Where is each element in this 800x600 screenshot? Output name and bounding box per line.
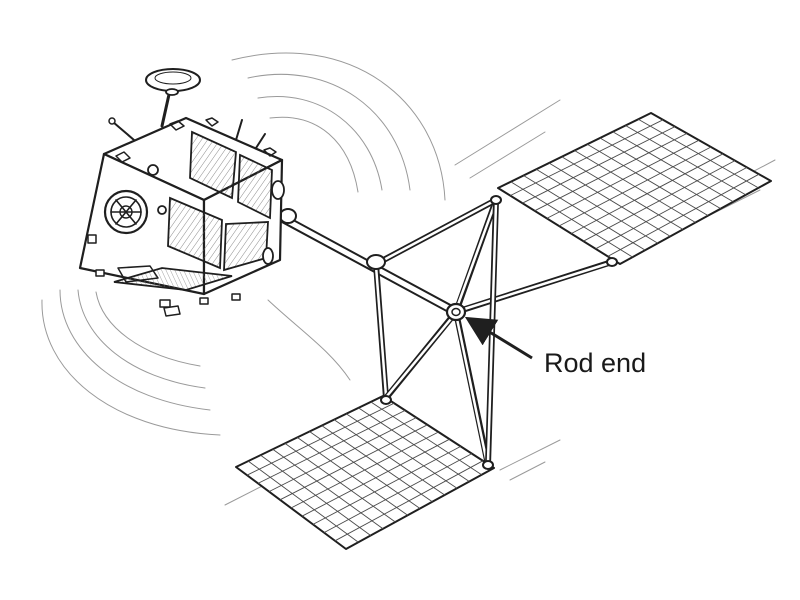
dish-antenna xyxy=(145,68,201,128)
callout-label: Rod end xyxy=(544,348,646,378)
panel-grid-line xyxy=(279,424,428,501)
panel-grid-line xyxy=(268,417,417,493)
satellite-body xyxy=(78,68,285,317)
solar-panel-upper xyxy=(497,112,772,265)
panel-grid-line xyxy=(290,431,439,509)
panel-grid-line xyxy=(558,146,712,227)
solar-panel-lower xyxy=(235,395,495,550)
panel-grid-line xyxy=(301,438,450,517)
thruster-vent xyxy=(103,189,149,235)
panel-grid-line xyxy=(607,173,760,257)
panel-grid-line xyxy=(546,139,700,219)
rod-end-callout: Rod end xyxy=(464,316,646,378)
panel-grid-line xyxy=(583,160,736,242)
panel-grid-line xyxy=(570,153,724,234)
panel-grid-line xyxy=(323,453,473,533)
signal-arcs xyxy=(41,52,446,436)
panel-grid-line xyxy=(246,402,395,476)
panel-grid-line xyxy=(534,132,688,212)
callout-arrow xyxy=(464,316,533,360)
panel-grid-line xyxy=(510,119,664,197)
panel-grid-line xyxy=(312,446,461,525)
rod-end xyxy=(445,302,467,322)
panel-grid-line xyxy=(257,409,406,484)
panel-grid-line xyxy=(595,167,748,250)
panel-grid-line xyxy=(522,126,676,204)
panel-grid-line xyxy=(334,460,484,542)
